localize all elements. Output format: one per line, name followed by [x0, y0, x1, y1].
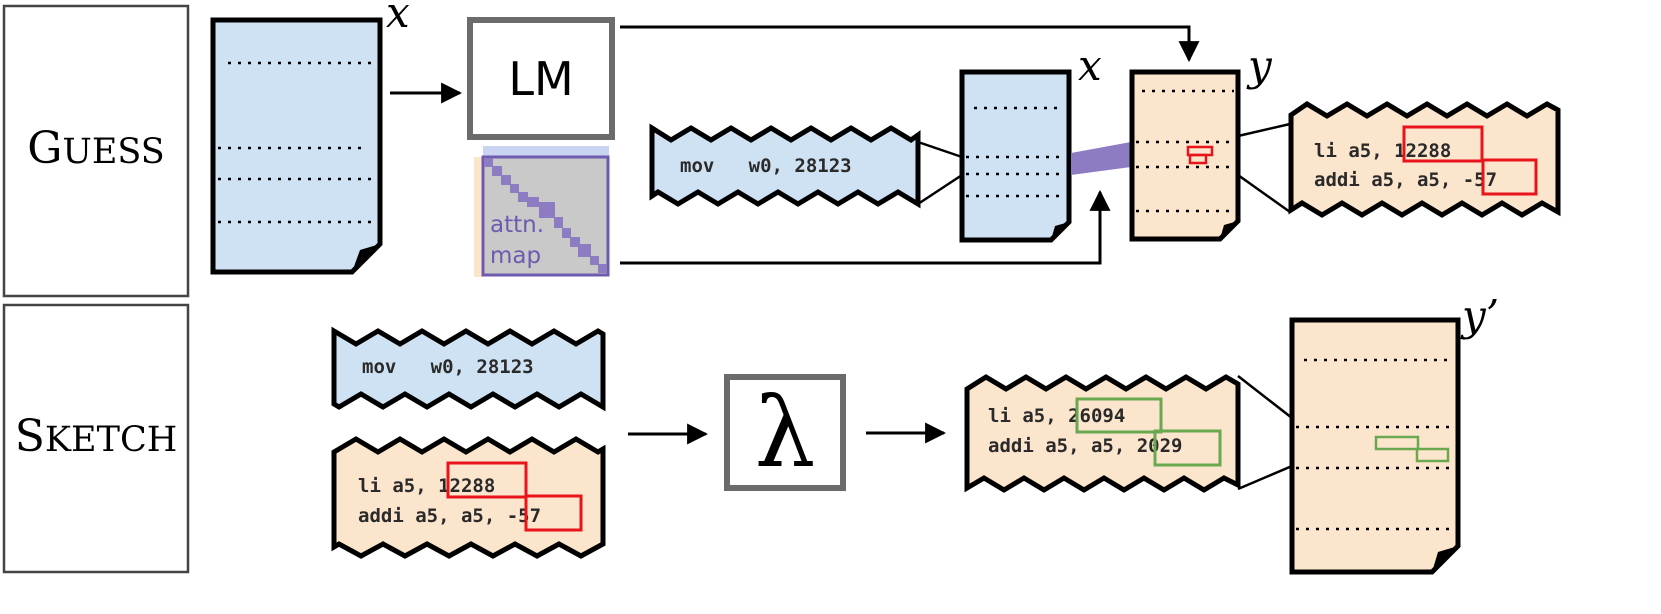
- error-highlight-box: [524, 494, 583, 532]
- document-y: [1129, 69, 1241, 242]
- row-guess-label: GUESS: [27, 123, 165, 174]
- attention-map-icon: attn. map: [474, 146, 610, 277]
- error-highlight-box: [446, 461, 528, 499]
- guess-code-line-1: li a5, 12288: [1314, 140, 1451, 162]
- row-sketch-frame: [2, 303, 190, 574]
- source-code-line: mov w0, 28123: [362, 356, 534, 378]
- attention-map-label-line2: map: [490, 243, 541, 269]
- guessed-code-snippet: li a5, 12288 addi a5, a5, -57: [1288, 101, 1561, 218]
- label-x-source: x: [386, 0, 410, 37]
- document-y-prime: [1289, 317, 1461, 575]
- row-guess: GUESS: [2, 4, 190, 298]
- attention-alignment-band: [1071, 142, 1131, 175]
- row-sketch-label: SKETCH: [15, 411, 178, 462]
- sketched-code-snippet: li a5, 26094 addi a5, a5, 2029: [964, 374, 1241, 493]
- guess-input-line-1: li a5, 12288: [358, 475, 495, 497]
- fixed-highlight-box: [1075, 397, 1163, 434]
- row-sketch: SKETCH: [2, 303, 190, 574]
- label-x-middle: x: [1078, 41, 1102, 90]
- guess-code-line-2: addi a5, a5, -57: [1314, 169, 1497, 191]
- label-y: y: [1246, 41, 1273, 90]
- lambda-solver-box: λ: [724, 374, 846, 491]
- error-highlight-box: [1481, 158, 1538, 196]
- document-x-middle: [959, 69, 1072, 243]
- label-y-prime: y’: [1460, 291, 1499, 340]
- sketch-code-line-2: addi a5, a5, 2029: [988, 435, 1182, 457]
- document-icon: [1129, 69, 1241, 242]
- lambda-symbol: λ: [755, 377, 816, 489]
- row-guess-frame: [2, 4, 190, 298]
- source-code-snippet-guess: mov w0, 28123: [649, 123, 921, 209]
- arrow-icon: [620, 189, 1111, 265]
- sketch-code-line-1: li a5, 26094: [988, 405, 1125, 427]
- fixed-highlight-box: [1153, 429, 1222, 467]
- guess-input-line-2: addi a5, a5, -57: [358, 505, 541, 527]
- lm-label: LM: [508, 52, 573, 106]
- source-code-line: mov w0, 28123: [680, 155, 852, 177]
- document-icon: [210, 17, 383, 275]
- source-document-x: [210, 17, 383, 275]
- error-highlight-box: [1402, 125, 1484, 163]
- guess-input-snippet: li a5, 12288 addi a5, a5, -57: [331, 436, 606, 559]
- source-code-snippet-sketch: mov w0, 28123: [331, 326, 606, 412]
- attention-map-label-line1: attn.: [490, 212, 544, 238]
- lm-box: LM: [467, 17, 615, 140]
- arrow-icon: [620, 25, 1200, 63]
